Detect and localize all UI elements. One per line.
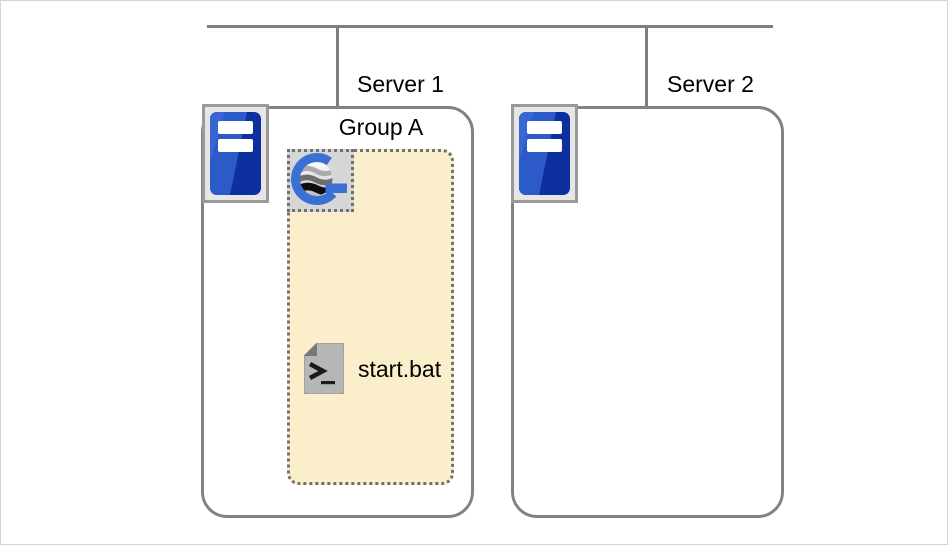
server-tower-icon [519,112,570,195]
shell-script-file-icon [304,343,344,394]
group-a-label: Group A [338,114,424,140]
server2-drop-line [645,25,648,107]
group-a-scheduler-icon[interactable] [287,149,354,212]
server-tower-icon [210,112,261,195]
start-bat-label: start.bat [358,356,442,382]
network-bus-line [207,25,773,28]
start-bat-script-node[interactable] [304,343,344,394]
server2-tower-icon[interactable] [511,104,578,203]
server1-drop-line [336,25,339,107]
server1-tower-icon[interactable] [202,104,269,203]
server2-label: Server 2 [667,71,754,97]
scheduler-g-globe-icon [291,153,347,206]
server1-label: Server 1 [357,71,444,97]
